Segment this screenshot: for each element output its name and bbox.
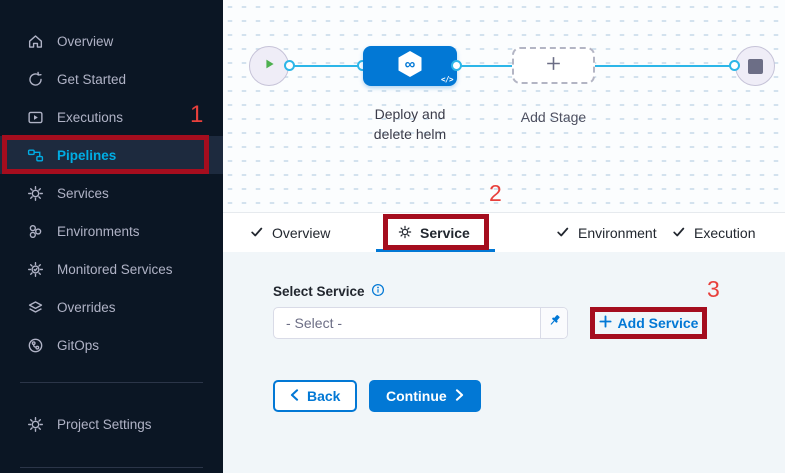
pipeline-end-node	[735, 46, 775, 86]
stage-config-tabbar: Overview Service Environment Execution	[223, 212, 785, 252]
active-tab-underline	[376, 249, 495, 252]
pipeline-start-node	[249, 46, 289, 86]
stage-label: Deploy and delete helm	[373, 106, 447, 142]
sidebar-item-services[interactable]: Services	[0, 174, 223, 212]
add-stage-label: Add Stage	[520, 109, 587, 125]
main-panel: ∞ </> Deploy and delete helm Add Stage 2…	[223, 0, 785, 473]
cd-hexagon-icon: ∞	[395, 49, 425, 84]
sidebar-item-executions[interactable]: Executions	[0, 98, 223, 136]
pipeline-edge	[595, 65, 735, 67]
annotation-number-3: 3	[707, 276, 720, 302]
continue-button[interactable]: Continue	[369, 380, 481, 412]
sidebar-nav: Overview Get Started Executions Pipeline…	[0, 22, 223, 468]
svg-text:∞: ∞	[405, 56, 416, 73]
sidebar-item-label: Executions	[57, 109, 124, 125]
add-service-label: Add Service	[617, 315, 699, 331]
gear-check-icon	[27, 261, 44, 278]
sidebar-item-label: GitOps	[57, 337, 100, 353]
plus-icon	[598, 315, 612, 331]
tab-label: Overview	[272, 225, 331, 241]
sidebar-item-get-started[interactable]: Get Started	[0, 60, 223, 98]
gear-icon	[398, 225, 412, 242]
back-button[interactable]: Back	[273, 380, 358, 412]
select-service-label: Select Service	[273, 284, 365, 299]
sidebar-item-label: Overview	[57, 33, 114, 49]
tab-overview[interactable]: Overview	[250, 213, 330, 253]
tab-label: Environment	[578, 225, 657, 241]
gitops-icon	[27, 337, 44, 354]
continue-button-label: Continue	[386, 388, 447, 404]
sidebar: Overview Get Started Executions Pipeline…	[0, 0, 223, 473]
pipeline-edge	[457, 65, 512, 67]
stop-icon	[747, 58, 763, 74]
tab-execution[interactable]: Execution	[672, 213, 755, 253]
sidebar-item-label: Monitored Services	[57, 261, 173, 277]
sidebar-item-label: Get Started	[57, 71, 127, 87]
sidebar-divider	[20, 467, 203, 468]
info-icon[interactable]	[371, 283, 385, 300]
service-select-input[interactable]	[274, 308, 540, 338]
pipeline-edge	[289, 65, 363, 67]
connector-dot	[729, 60, 740, 71]
gear-icon	[27, 185, 44, 202]
check-icon	[556, 225, 570, 242]
tab-service[interactable]: Service	[398, 213, 470, 253]
add-stage-node[interactable]	[512, 47, 595, 84]
sidebar-item-gitops[interactable]: GitOps	[0, 326, 223, 364]
play-icon	[262, 57, 276, 76]
gear-icon	[27, 416, 44, 433]
tab-label: Service	[420, 225, 470, 241]
sidebar-item-label: Overrides	[57, 299, 116, 315]
annotation-box-3: Add Service	[590, 307, 707, 339]
pipelines-icon	[27, 147, 44, 164]
plus-icon	[544, 54, 563, 78]
sidebar-divider	[20, 382, 203, 383]
get-started-icon	[27, 71, 44, 88]
connector-dot	[284, 60, 295, 71]
sidebar-item-label: Environments	[57, 223, 140, 239]
chevron-right-icon	[455, 388, 464, 404]
executions-icon	[27, 109, 44, 126]
select-service-label-row: Select Service	[273, 283, 385, 300]
sidebar-item-project-settings[interactable]: Project Settings	[0, 405, 223, 443]
sidebar-item-monitored-services[interactable]: Monitored Services	[0, 250, 223, 288]
connector-dot	[451, 60, 462, 71]
check-icon	[672, 225, 686, 242]
sidebar-item-label: Services	[57, 185, 109, 201]
sidebar-item-overview[interactable]: Overview	[0, 22, 223, 60]
sidebar-item-label: Pipelines	[57, 147, 117, 163]
chevron-left-icon	[290, 388, 299, 404]
annotation-number-2: 2	[489, 180, 502, 206]
service-select[interactable]	[273, 307, 568, 339]
add-service-link[interactable]: Add Service	[598, 315, 699, 331]
stage-node-deploy[interactable]: ∞ </>	[363, 46, 457, 86]
environments-icon	[27, 223, 44, 240]
check-icon	[250, 225, 264, 242]
code-icon: </>	[440, 75, 454, 84]
sidebar-item-pipelines[interactable]: Pipelines	[0, 136, 223, 174]
home-icon	[27, 33, 44, 50]
sidebar-item-overrides[interactable]: Overrides	[0, 288, 223, 326]
sidebar-item-environments[interactable]: Environments	[0, 212, 223, 250]
sidebar-item-label: Project Settings	[57, 416, 152, 432]
pin-button[interactable]	[540, 308, 567, 338]
tab-environment[interactable]: Environment	[556, 213, 657, 253]
pipeline-canvas[interactable]: ∞ </> Deploy and delete helm Add Stage 2	[223, 0, 785, 212]
layers-icon	[27, 299, 44, 316]
back-button-label: Back	[307, 388, 341, 404]
tab-label: Execution	[694, 225, 756, 241]
pin-icon	[547, 313, 562, 333]
service-form: Select Service Add Service 3 Back	[223, 252, 785, 473]
